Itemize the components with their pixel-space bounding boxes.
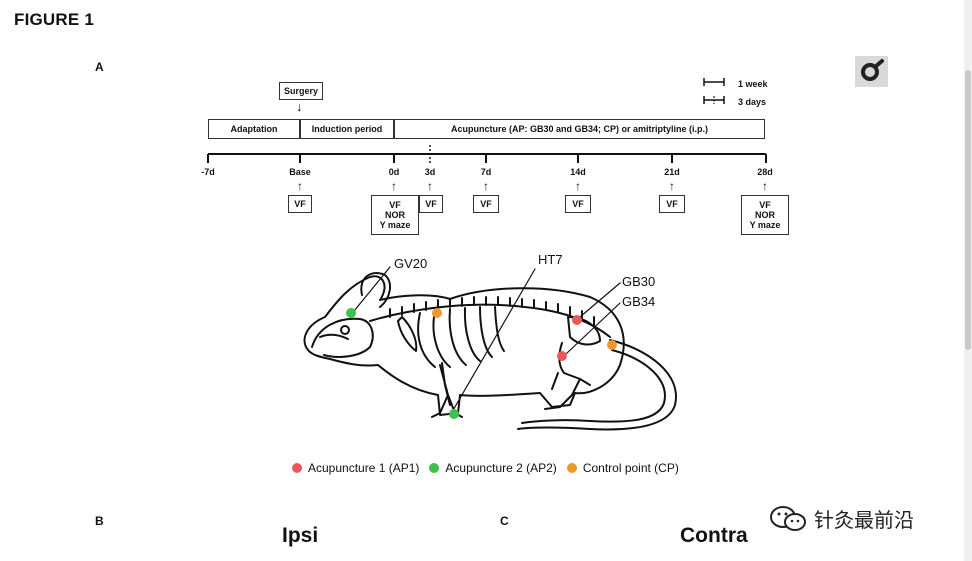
test-label: NOR [385, 210, 405, 220]
phase-acupuncture-label: Acupuncture (AP: GB30 and GB34; CP) or a… [450, 124, 709, 134]
acupoint-label-gb30: GB30 [622, 274, 656, 289]
cp-upper-dot [432, 308, 442, 318]
test-box-day28: VF NOR Y maze [741, 195, 789, 235]
rat-skeleton-illustration [303, 266, 677, 431]
test-label: VF [666, 199, 678, 209]
test-label: VF [425, 199, 437, 209]
tick-label: 7d [480, 167, 492, 177]
panel-c-title: Contra [680, 524, 748, 547]
legend-ap1: Acupuncture 1 (AP1) [308, 461, 420, 475]
tick-label: 28d [757, 167, 773, 177]
gb34-dot [557, 351, 567, 361]
watermark: 针灸最前沿 [768, 504, 914, 533]
acupoint-label-ht7: HT7 [538, 252, 563, 267]
panel-label-b: B [95, 514, 104, 528]
arrow-up-icon: ↑ [762, 179, 768, 193]
arrow-up-icon: ↑ [427, 179, 433, 193]
legend-ap2: Acupuncture 2 (AP2) [445, 461, 557, 475]
cp-lower-dot [607, 340, 617, 350]
acupoint-label-gb34: GB34 [622, 294, 656, 309]
ap2-dot-icon [429, 463, 440, 473]
phase-acupuncture: Acupuncture (AP: GB30 and GB34; CP) or a… [394, 119, 765, 139]
surgery-box: Surgery [279, 82, 323, 100]
figure-title: FIGURE 1 [14, 10, 95, 29]
ht7-dot [449, 409, 459, 419]
gb30-dot [572, 315, 582, 325]
phase-adaptation: Adaptation [208, 119, 300, 139]
phase-adaptation-label: Adaptation [230, 124, 278, 134]
surgery-label: Surgery [283, 86, 318, 96]
test-label: Y maze [379, 220, 411, 230]
tick-label: 3d [424, 167, 436, 177]
wechat-icon [770, 505, 806, 531]
phase-induction-label: Induction period [311, 124, 383, 134]
tick-label: 0d [388, 167, 400, 177]
legend-cp: Control point (CP) [582, 461, 679, 475]
arrow-up-icon: ↑ [297, 179, 303, 193]
search-lens-icon[interactable] [855, 56, 888, 87]
test-label: Y maze [749, 220, 781, 230]
test-box-day21: VF [659, 195, 685, 213]
arrow-up-icon: ↑ [669, 179, 675, 193]
surgery-arrow-icon: ↓ [296, 99, 303, 114]
test-box-day0: VF NOR Y maze [371, 195, 419, 235]
panel-label-c: C [500, 514, 509, 528]
timeline-axis [207, 145, 767, 163]
gv20-dot [346, 308, 356, 318]
tick-label: 14d [570, 167, 586, 177]
tick-label: 21d [664, 167, 680, 177]
test-box-day7: VF [473, 195, 499, 213]
vertical-scrollbar[interactable] [964, 0, 972, 561]
acupoint-legend: Acupuncture 1 (AP1) Acupuncture 2 (AP2) … [292, 461, 679, 475]
panel-b-title: Ipsi [282, 524, 319, 547]
test-box-base: VF [288, 195, 312, 213]
test-label: NOR [755, 210, 775, 220]
test-label: VF [759, 200, 771, 210]
scrollbar-thumb[interactable] [965, 70, 971, 350]
ap1-dot-icon [292, 463, 302, 473]
cp-dot-icon [566, 463, 577, 473]
tick-label: Base [289, 167, 311, 177]
test-label: VF [294, 199, 306, 209]
test-box-day14: VF [565, 195, 591, 213]
test-label: VF [572, 199, 584, 209]
arrow-up-icon: ↑ [483, 179, 489, 193]
test-label: VF [480, 199, 492, 209]
test-box-day3: VF [419, 195, 443, 213]
phase-induction: Induction period [300, 119, 394, 139]
watermark-text: 针灸最前沿 [814, 508, 914, 532]
panel-label-a: A [95, 60, 104, 74]
acupoint-label-gv20: GV20 [394, 256, 428, 271]
arrow-up-icon: ↑ [575, 179, 581, 193]
arrow-up-icon: ↑ [391, 179, 397, 193]
tick-label: -7d [201, 167, 215, 177]
scale-week-label: 1 week [738, 79, 768, 89]
scale-days-label: 3 days [738, 97, 767, 107]
test-label: VF [389, 200, 401, 210]
